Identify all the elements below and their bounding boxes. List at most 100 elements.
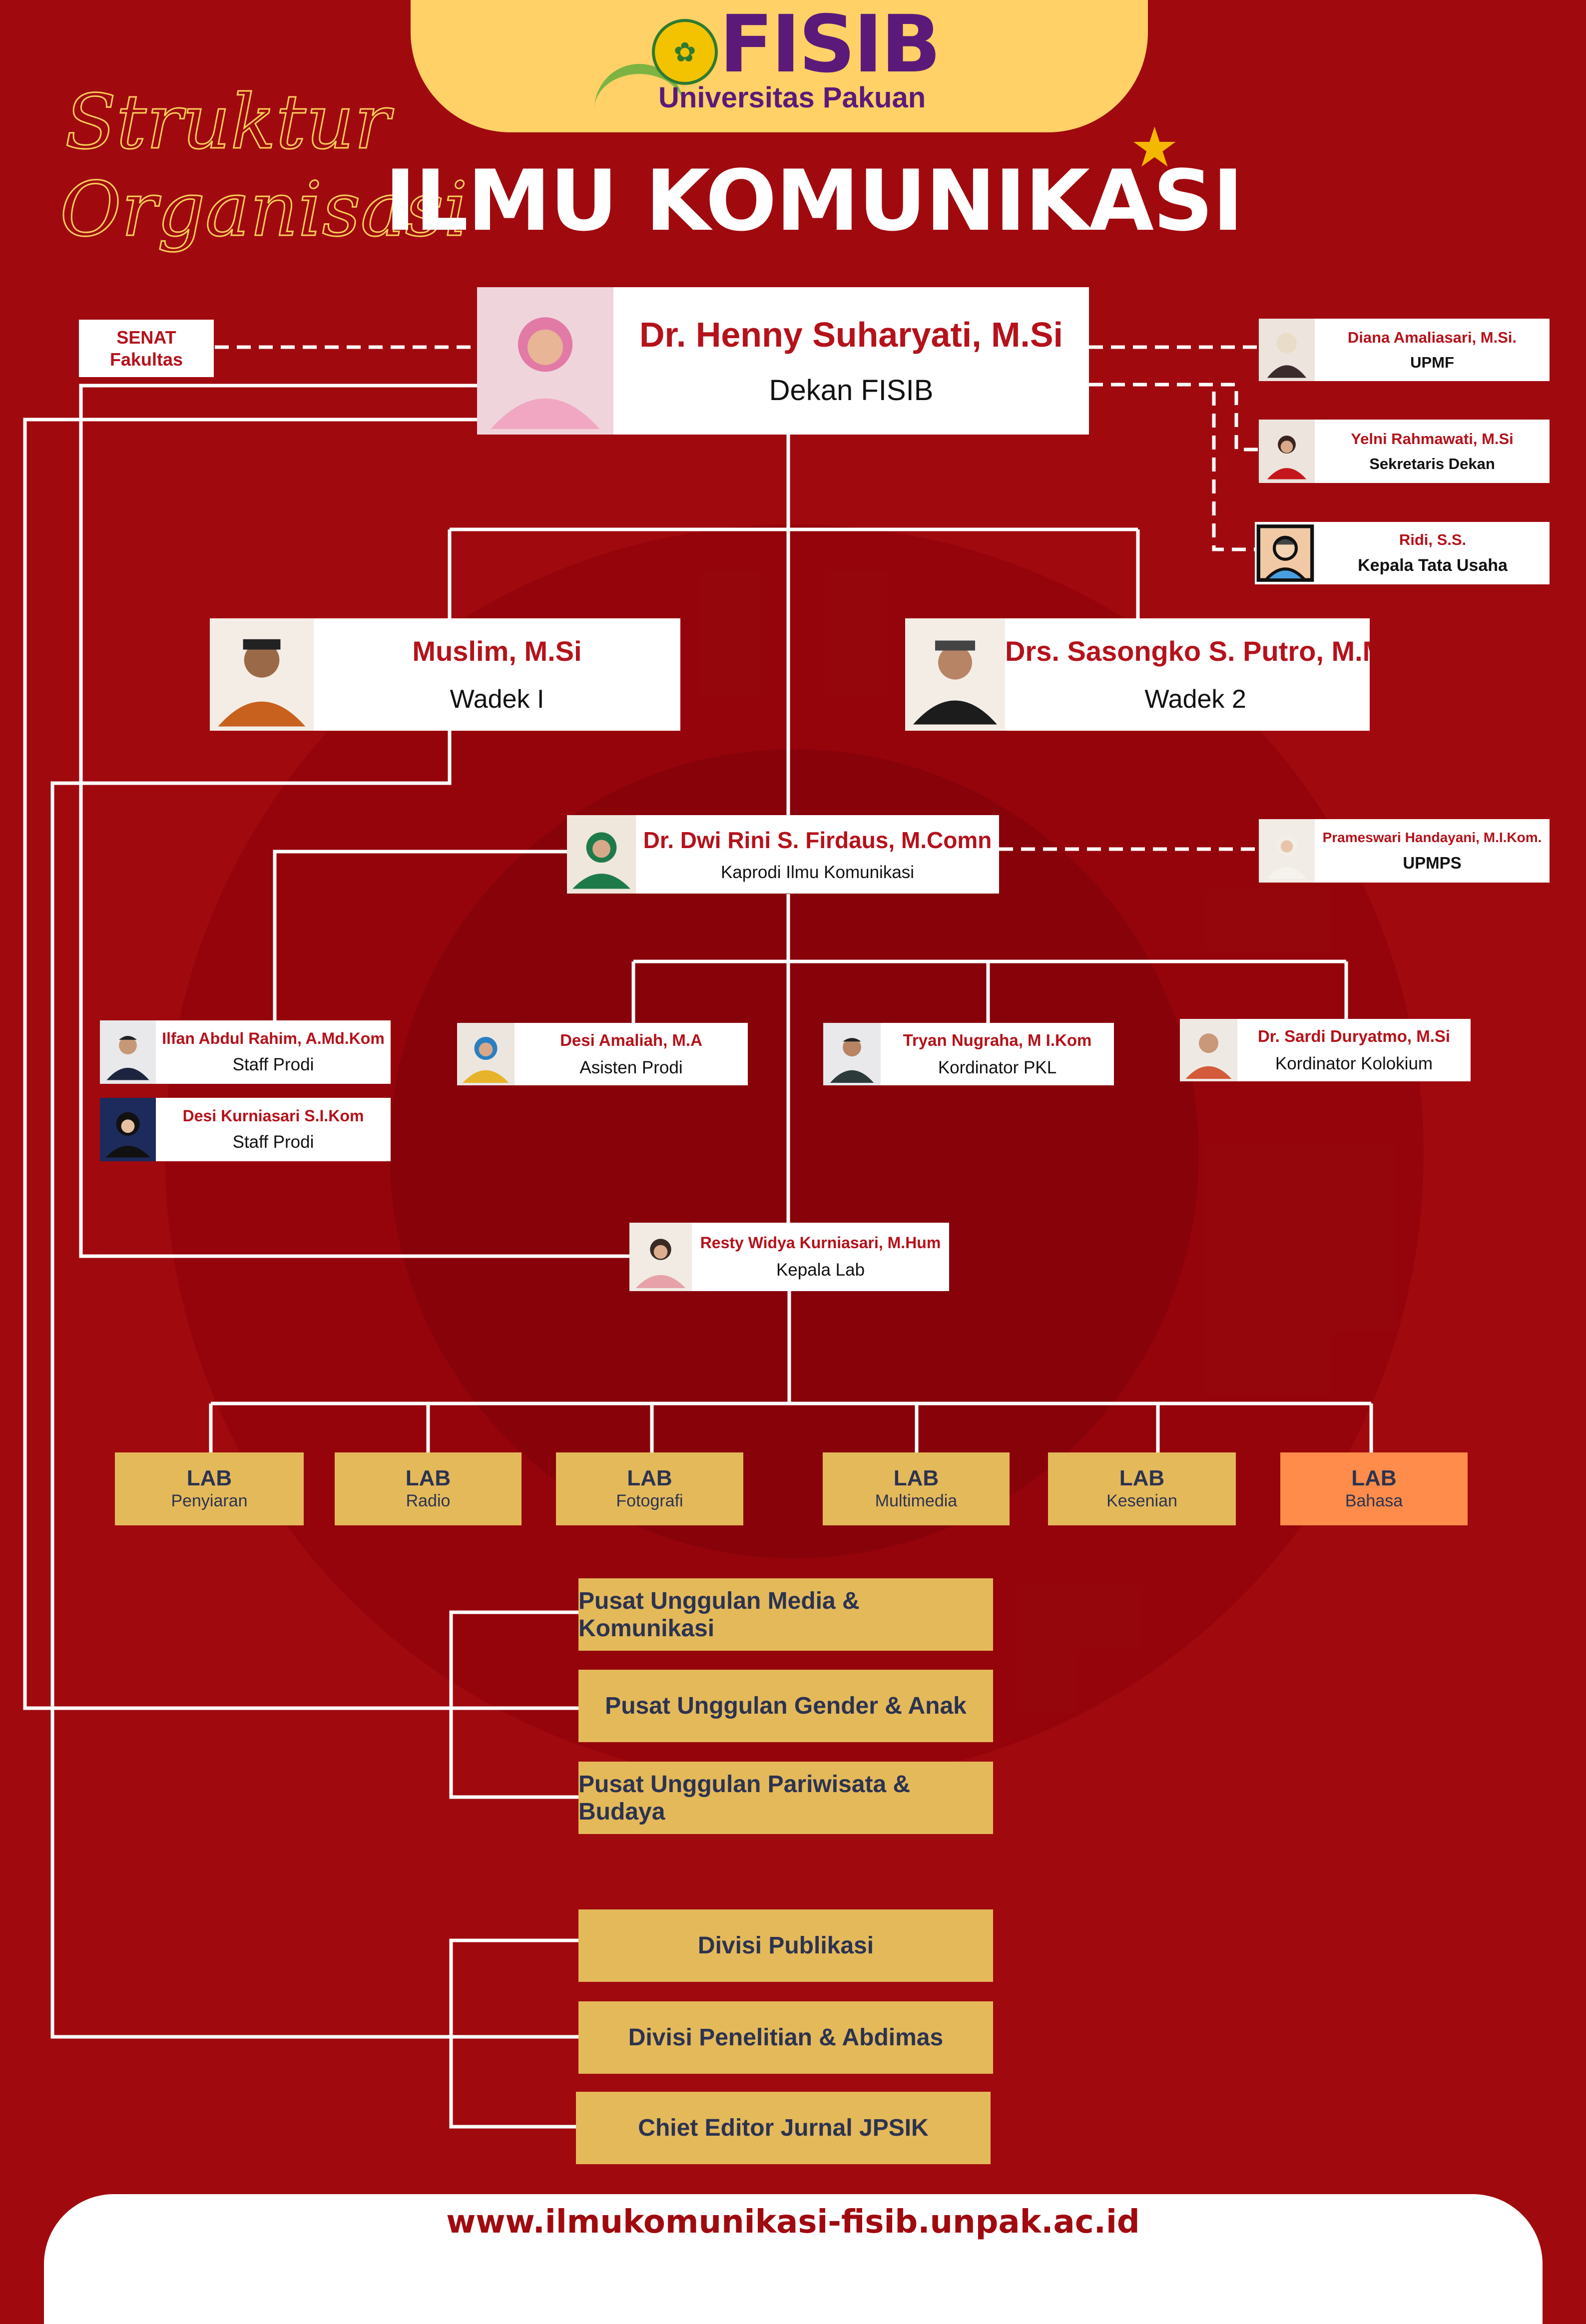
staff-role: Kordinator PKL bbox=[938, 1057, 1057, 1077]
pusat-unggulan-box: Pusat Unggulan Gender & Anak bbox=[578, 1670, 993, 1742]
lab-title: LAB bbox=[1351, 1466, 1397, 1491]
upmps-role: UPMPS bbox=[1403, 853, 1462, 872]
upmps-photo bbox=[1259, 819, 1315, 883]
staff-photo bbox=[1180, 1019, 1237, 1081]
lab-title: LAB bbox=[627, 1466, 672, 1491]
header-banner bbox=[411, 0, 1148, 132]
dekan-name: Dr. Henny Suharyati, M.Si bbox=[639, 315, 1063, 354]
upmps-name: Prameswari Handayani, M.I.Kom. bbox=[1322, 829, 1542, 845]
staff-photo bbox=[1259, 319, 1315, 381]
kepala-lab-photo bbox=[629, 1223, 692, 1291]
star-icon: ★ bbox=[1130, 115, 1179, 179]
staff-role: Staff Prodi bbox=[232, 1055, 314, 1074]
person-photo-icon bbox=[830, 1038, 874, 1083]
user-avatar-icon bbox=[1256, 524, 1314, 582]
side-staff-card: Yelni Rahmawati, M.Si Sekretaris Dekan bbox=[1259, 420, 1550, 483]
wadek1-photo bbox=[210, 618, 314, 731]
staff-name: Dr. Sardi Duryatmo, M.Si bbox=[1257, 1026, 1451, 1045]
logo-text: FISIB bbox=[719, 0, 941, 90]
pusat-unggulan-box: Pusat Unggulan Pariwisata & Budaya bbox=[578, 1762, 993, 1834]
lab-box: LAB Penyiaran bbox=[115, 1452, 304, 1525]
lab-box: LAB Multimedia bbox=[823, 1452, 1010, 1525]
lab-box: LAB Radio bbox=[335, 1452, 522, 1525]
lab-box: LAB Fotografi bbox=[556, 1452, 743, 1525]
staff-role: Asisten Prodi bbox=[579, 1057, 683, 1077]
side-staff-card: Diana Amaliasari, M.Si. UPMF bbox=[1259, 319, 1550, 381]
staff-name: Desi Kurniasari S.I.Kom bbox=[182, 1107, 364, 1125]
staff-photo bbox=[100, 1020, 156, 1084]
person-photo-icon bbox=[463, 1037, 509, 1083]
lab-name: Penyiaran bbox=[171, 1491, 248, 1510]
wadek2-name: Drs. Sasongko S. Putro, M.M bbox=[1005, 635, 1370, 667]
wadek2-photo bbox=[905, 618, 1005, 731]
dekan-photo bbox=[477, 287, 613, 435]
divisi-box: Divisi Publikasi bbox=[578, 1909, 993, 1982]
kaprodi-photo bbox=[567, 815, 636, 894]
lab-title: LAB bbox=[186, 1466, 232, 1491]
lab-box-highlight: LAB Bahasa bbox=[1280, 1452, 1468, 1525]
wadek1-role: Wadek I bbox=[450, 685, 544, 714]
person-photo-icon bbox=[218, 639, 306, 727]
connector-lines bbox=[23, 345, 1373, 2129]
prodi-staff-card: Dr. Sardi Duryatmo, M.Si Kordinator Kolo… bbox=[1180, 1019, 1471, 1081]
lab-title: LAB bbox=[893, 1466, 939, 1491]
person-photo-icon bbox=[1267, 835, 1307, 879]
staff-name: Tryan Nugraha, M I.Kom bbox=[903, 1030, 1092, 1049]
lab-name: Kesenian bbox=[1106, 1491, 1177, 1510]
divisi-box: Divisi Penelitian & Abdimas bbox=[578, 2001, 993, 2074]
script-title-line2: Organisasi bbox=[59, 166, 468, 253]
dekan-card: Dr. Henny Suharyati, M.Si Dekan FISIB bbox=[477, 287, 1089, 435]
staff-role: Kordinator Kolokium bbox=[1275, 1053, 1433, 1073]
staff-role: Staff Prodi bbox=[232, 1132, 314, 1152]
wadek1-card: Muslim, M.Si Wadek I bbox=[210, 618, 680, 731]
person-photo-icon bbox=[105, 1112, 150, 1158]
staff-name: Ilfan Abdul Rahim, A.Md.Kom bbox=[162, 1029, 385, 1047]
wadek2-role: Wadek 2 bbox=[1144, 685, 1246, 714]
senat-line2: Fakultas bbox=[109, 349, 183, 370]
person-photo-icon bbox=[635, 1239, 686, 1288]
wadek1-name: Muslim, M.Si bbox=[412, 635, 582, 667]
lab-box: LAB Kesenian bbox=[1048, 1452, 1236, 1525]
lab-name: Fotografi bbox=[616, 1491, 683, 1510]
side-staff-card: Ridi, S.S. Kepala Tata Usaha bbox=[1255, 522, 1550, 584]
staff-name: Ridi, S.S. bbox=[1399, 531, 1467, 548]
lab-title: LAB bbox=[1119, 1466, 1165, 1491]
staff-role: Sekretaris Dekan bbox=[1369, 455, 1495, 472]
staff-photo bbox=[100, 1098, 156, 1161]
kepala-lab-card: Resty Widya Kurniasari, M.Hum Kepala Lab bbox=[629, 1223, 949, 1291]
person-photo-icon bbox=[1267, 333, 1307, 378]
staff-role: Kepala Tata Usaha bbox=[1358, 556, 1508, 575]
pusat-unggulan-box: Pusat Unggulan Media & Komunikasi bbox=[578, 1578, 993, 1651]
kepala-lab-role: Kepala Lab bbox=[776, 1260, 865, 1280]
lab-title: LAB bbox=[405, 1466, 451, 1491]
kaprodi-role: Kaprodi Ilmu Komunikasi bbox=[720, 862, 915, 882]
staff-photo bbox=[1255, 522, 1316, 584]
prodi-staff-card: Desi Amaliah, M.A Asisten Prodi bbox=[457, 1023, 748, 1085]
staff-prodi-card: Ilfan Abdul Rahim, A.Md.Kom Staff Prodi bbox=[100, 1020, 391, 1084]
kaprodi-name: Dr. Dwi Rini S. Firdaus, M.Comn bbox=[643, 827, 992, 853]
person-photo-icon bbox=[106, 1036, 149, 1080]
prodi-staff-card: Tryan Nugraha, M I.Kom Kordinator PKL bbox=[823, 1023, 1114, 1085]
lab-name: Multimedia bbox=[875, 1491, 958, 1510]
staff-photo bbox=[1259, 420, 1315, 483]
person-photo-icon bbox=[491, 317, 600, 429]
person-photo-icon bbox=[913, 640, 997, 725]
lab-name: Radio bbox=[406, 1491, 451, 1510]
divisi-box: Chiet Editor Jurnal JPSIK bbox=[576, 2092, 991, 2164]
script-title-line1: Struktur bbox=[64, 79, 391, 166]
logo-subtext: Universitas Pakuan bbox=[658, 81, 926, 114]
staff-prodi-card: Desi Kurniasari S.I.Kom Staff Prodi bbox=[100, 1098, 391, 1161]
senat-fakultas-box: SENAT Fakultas bbox=[79, 320, 214, 377]
staff-name: Desi Amaliah, M.A bbox=[560, 1030, 702, 1049]
staff-photo bbox=[457, 1023, 515, 1085]
staff-name: Diana Amaliasari, M.Si. bbox=[1347, 328, 1517, 346]
kepala-lab-name: Resty Widya Kurniasari, M.Hum bbox=[700, 1234, 941, 1252]
wadek2-card: Drs. Sasongko S. Putro, M.M Wadek 2 bbox=[905, 618, 1370, 731]
person-photo-icon bbox=[1185, 1033, 1232, 1079]
staff-photo bbox=[823, 1023, 881, 1085]
staff-role: UPMF bbox=[1410, 353, 1454, 371]
upmps-card: Prameswari Handayani, M.I.Kom. UPMPS bbox=[1259, 819, 1550, 883]
page-title: ILMU KOMUNIKASI bbox=[385, 152, 1244, 250]
person-photo-icon bbox=[572, 832, 630, 889]
footer-website-link[interactable]: www.ilmukomunikasi-fisib.unpak.ac.id bbox=[446, 2204, 1140, 2241]
